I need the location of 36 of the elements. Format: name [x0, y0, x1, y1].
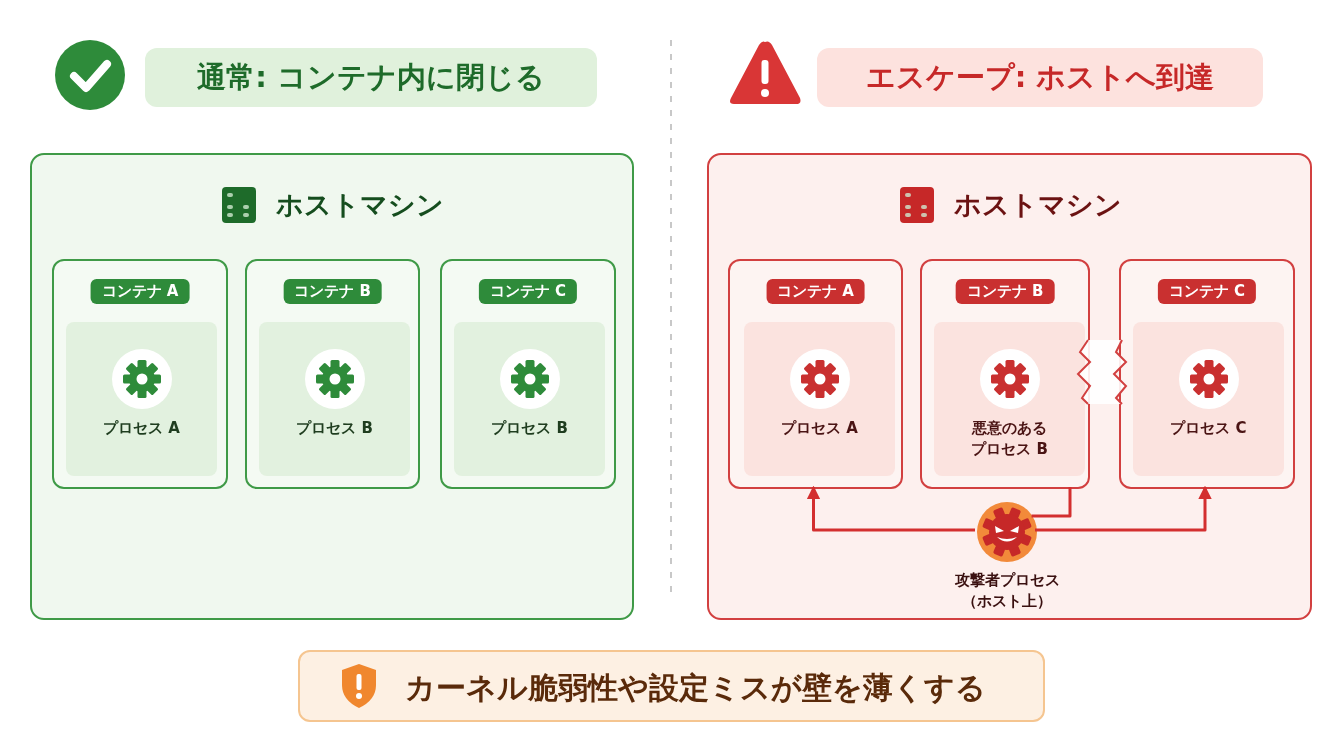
- process-label: 悪意のあるプロセス B: [970, 418, 1049, 460]
- arrow: [1031, 487, 1072, 518]
- process-label: プロセス A: [780, 418, 859, 439]
- container-box: [245, 259, 420, 489]
- host-panel: [30, 153, 634, 620]
- banner-text: カーネル脆弱性や設定ミスが壁を薄くする: [405, 669, 986, 707]
- process-box: [259, 322, 410, 476]
- heading-banner: 通常: コンテナ内に閉じる: [145, 48, 597, 107]
- container-box: [1119, 259, 1295, 489]
- process-label: プロセス B: [490, 418, 569, 439]
- container-box: [440, 259, 616, 489]
- container-box: [52, 259, 228, 489]
- process-box: [744, 322, 895, 476]
- container-tag: コンテナ A: [90, 279, 190, 304]
- container-box: [728, 259, 903, 489]
- container-tag: コンテナ A: [766, 279, 865, 304]
- container-tag: コンテナ B: [955, 279, 1055, 304]
- arrow: [1035, 485, 1212, 532]
- process-box: [454, 322, 605, 476]
- container-tag: コンテナ B: [283, 279, 382, 304]
- attacker-caption: 攻撃者プロセス（ホスト上）: [953, 570, 1061, 612]
- process-label: プロセス C: [1169, 418, 1248, 439]
- warning-banner: [298, 650, 1045, 722]
- host-title: ホストマシン: [953, 188, 1122, 222]
- arrow: [806, 485, 975, 532]
- process-box: [66, 322, 217, 476]
- container-tag: コンテナ C: [1157, 279, 1257, 304]
- process-box: [934, 322, 1085, 476]
- container-box: [920, 259, 1090, 489]
- process-label: プロセス A: [102, 418, 181, 439]
- host-panel: [707, 153, 1312, 620]
- host-title: ホストマシン: [276, 188, 444, 222]
- process-label: プロセス B: [295, 418, 374, 439]
- process-box: [1133, 322, 1284, 476]
- heading-banner: エスケープ: ホストへ到達: [817, 48, 1263, 107]
- container-tag: コンテナ C: [478, 279, 578, 304]
